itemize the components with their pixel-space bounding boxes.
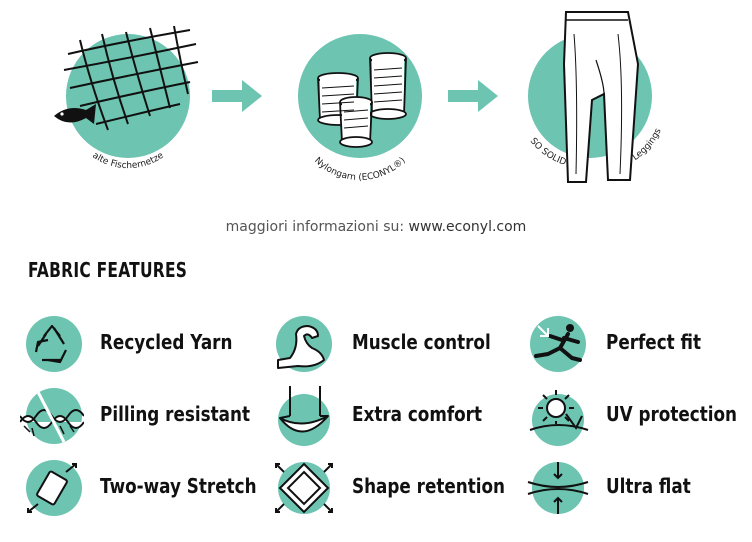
stretch-arrows-icon <box>26 460 82 516</box>
process-diagram: alte Fischernetze <box>0 0 752 200</box>
svg-text:Nylongarn (ECONYL®): Nylongarn (ECONYL®) <box>312 156 408 183</box>
arrow-right-icon <box>448 80 498 112</box>
sun-icon <box>529 390 589 446</box>
recycle-icon <box>26 316 82 372</box>
feature-label: Perfect fit <box>606 330 702 354</box>
shape-retention-icon <box>275 462 333 514</box>
econyl-link[interactable]: www.econyl.com <box>408 219 527 235</box>
step-nylon-yarn: Nylongarn (ECONYL®) <box>290 12 450 187</box>
feature-label: UV protection <box>606 402 738 426</box>
muscle-arm-icon <box>276 316 332 372</box>
arrow-right-icon <box>212 80 262 112</box>
stretching-figure-icon <box>530 316 586 372</box>
hammock-icon <box>278 386 330 446</box>
feature-label: Muscle control <box>352 330 491 354</box>
step-leggings: SO SOLID Leggings <box>520 4 700 194</box>
feature-label: Extra comfort <box>352 402 482 426</box>
step-2-label: Nylongarn (ECONYL®) <box>312 156 408 183</box>
feature-label: Ultra flat <box>606 474 691 498</box>
ultra-flat-icon <box>527 462 589 514</box>
step-fishing-nets: alte Fischernetze <box>50 12 210 182</box>
info-line: maggiori informazioni su: www.econyl.com <box>0 219 752 235</box>
yarn-strand-icon <box>20 388 84 444</box>
info-prefix: maggiori informazioni su: <box>225 219 409 235</box>
feature-label: Recycled Yarn <box>100 330 233 354</box>
features-title: FABRIC FEATURES <box>28 258 188 282</box>
fishing-net-icon: alte Fischernetze <box>54 25 199 171</box>
feature-label: Shape retention <box>352 474 506 498</box>
yarn-spools-icon: Nylongarn (ECONYL®) <box>298 34 422 183</box>
feature-label: Pilling resistant <box>100 402 250 426</box>
feature-label: Two-way Stretch <box>100 474 257 498</box>
leggings-icon: SO SOLID Leggings <box>528 11 664 183</box>
